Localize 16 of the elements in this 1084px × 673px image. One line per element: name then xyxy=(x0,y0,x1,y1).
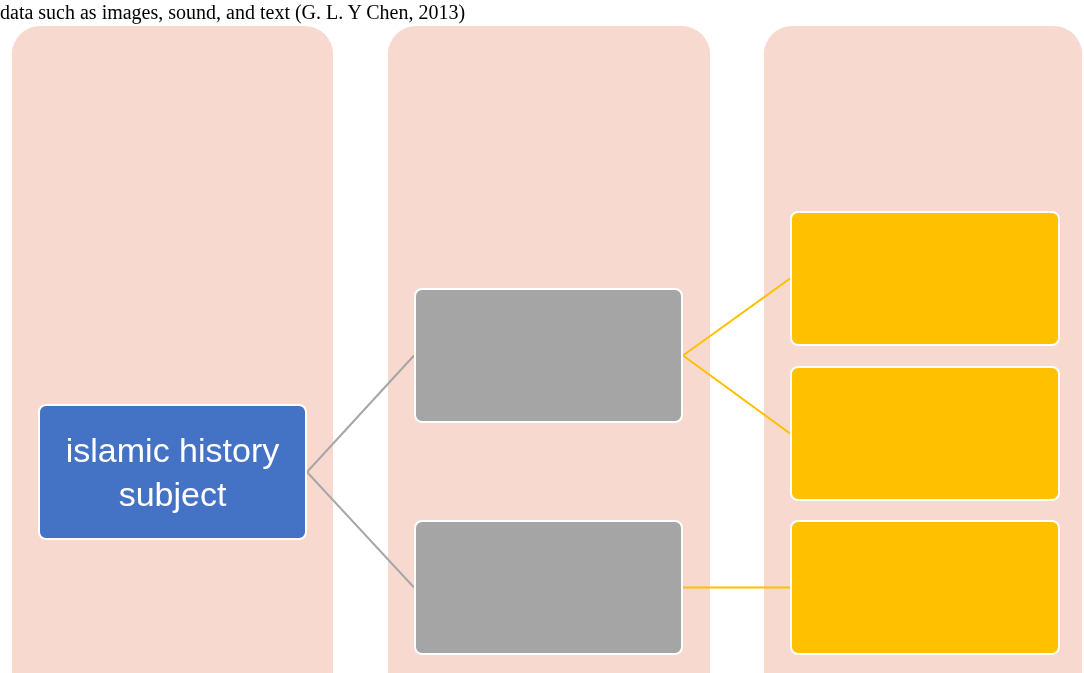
process-box xyxy=(414,288,683,423)
process-box xyxy=(38,404,307,540)
connector-line xyxy=(682,586,791,589)
node-text: islamic history subject xyxy=(64,429,281,515)
process-box xyxy=(790,211,1060,346)
column-panel xyxy=(764,26,1082,673)
process-box xyxy=(414,520,683,655)
column-panel xyxy=(12,26,333,673)
connector-line xyxy=(682,277,791,357)
connector-line xyxy=(306,471,415,589)
process-box xyxy=(790,520,1060,655)
connector-line xyxy=(306,354,415,473)
connector-line xyxy=(682,354,791,435)
process-box xyxy=(790,366,1060,501)
column-panel xyxy=(388,26,710,673)
note-text: data such as images, sound, and text (G. L. Y Chen, 2013) xyxy=(0,0,466,24)
